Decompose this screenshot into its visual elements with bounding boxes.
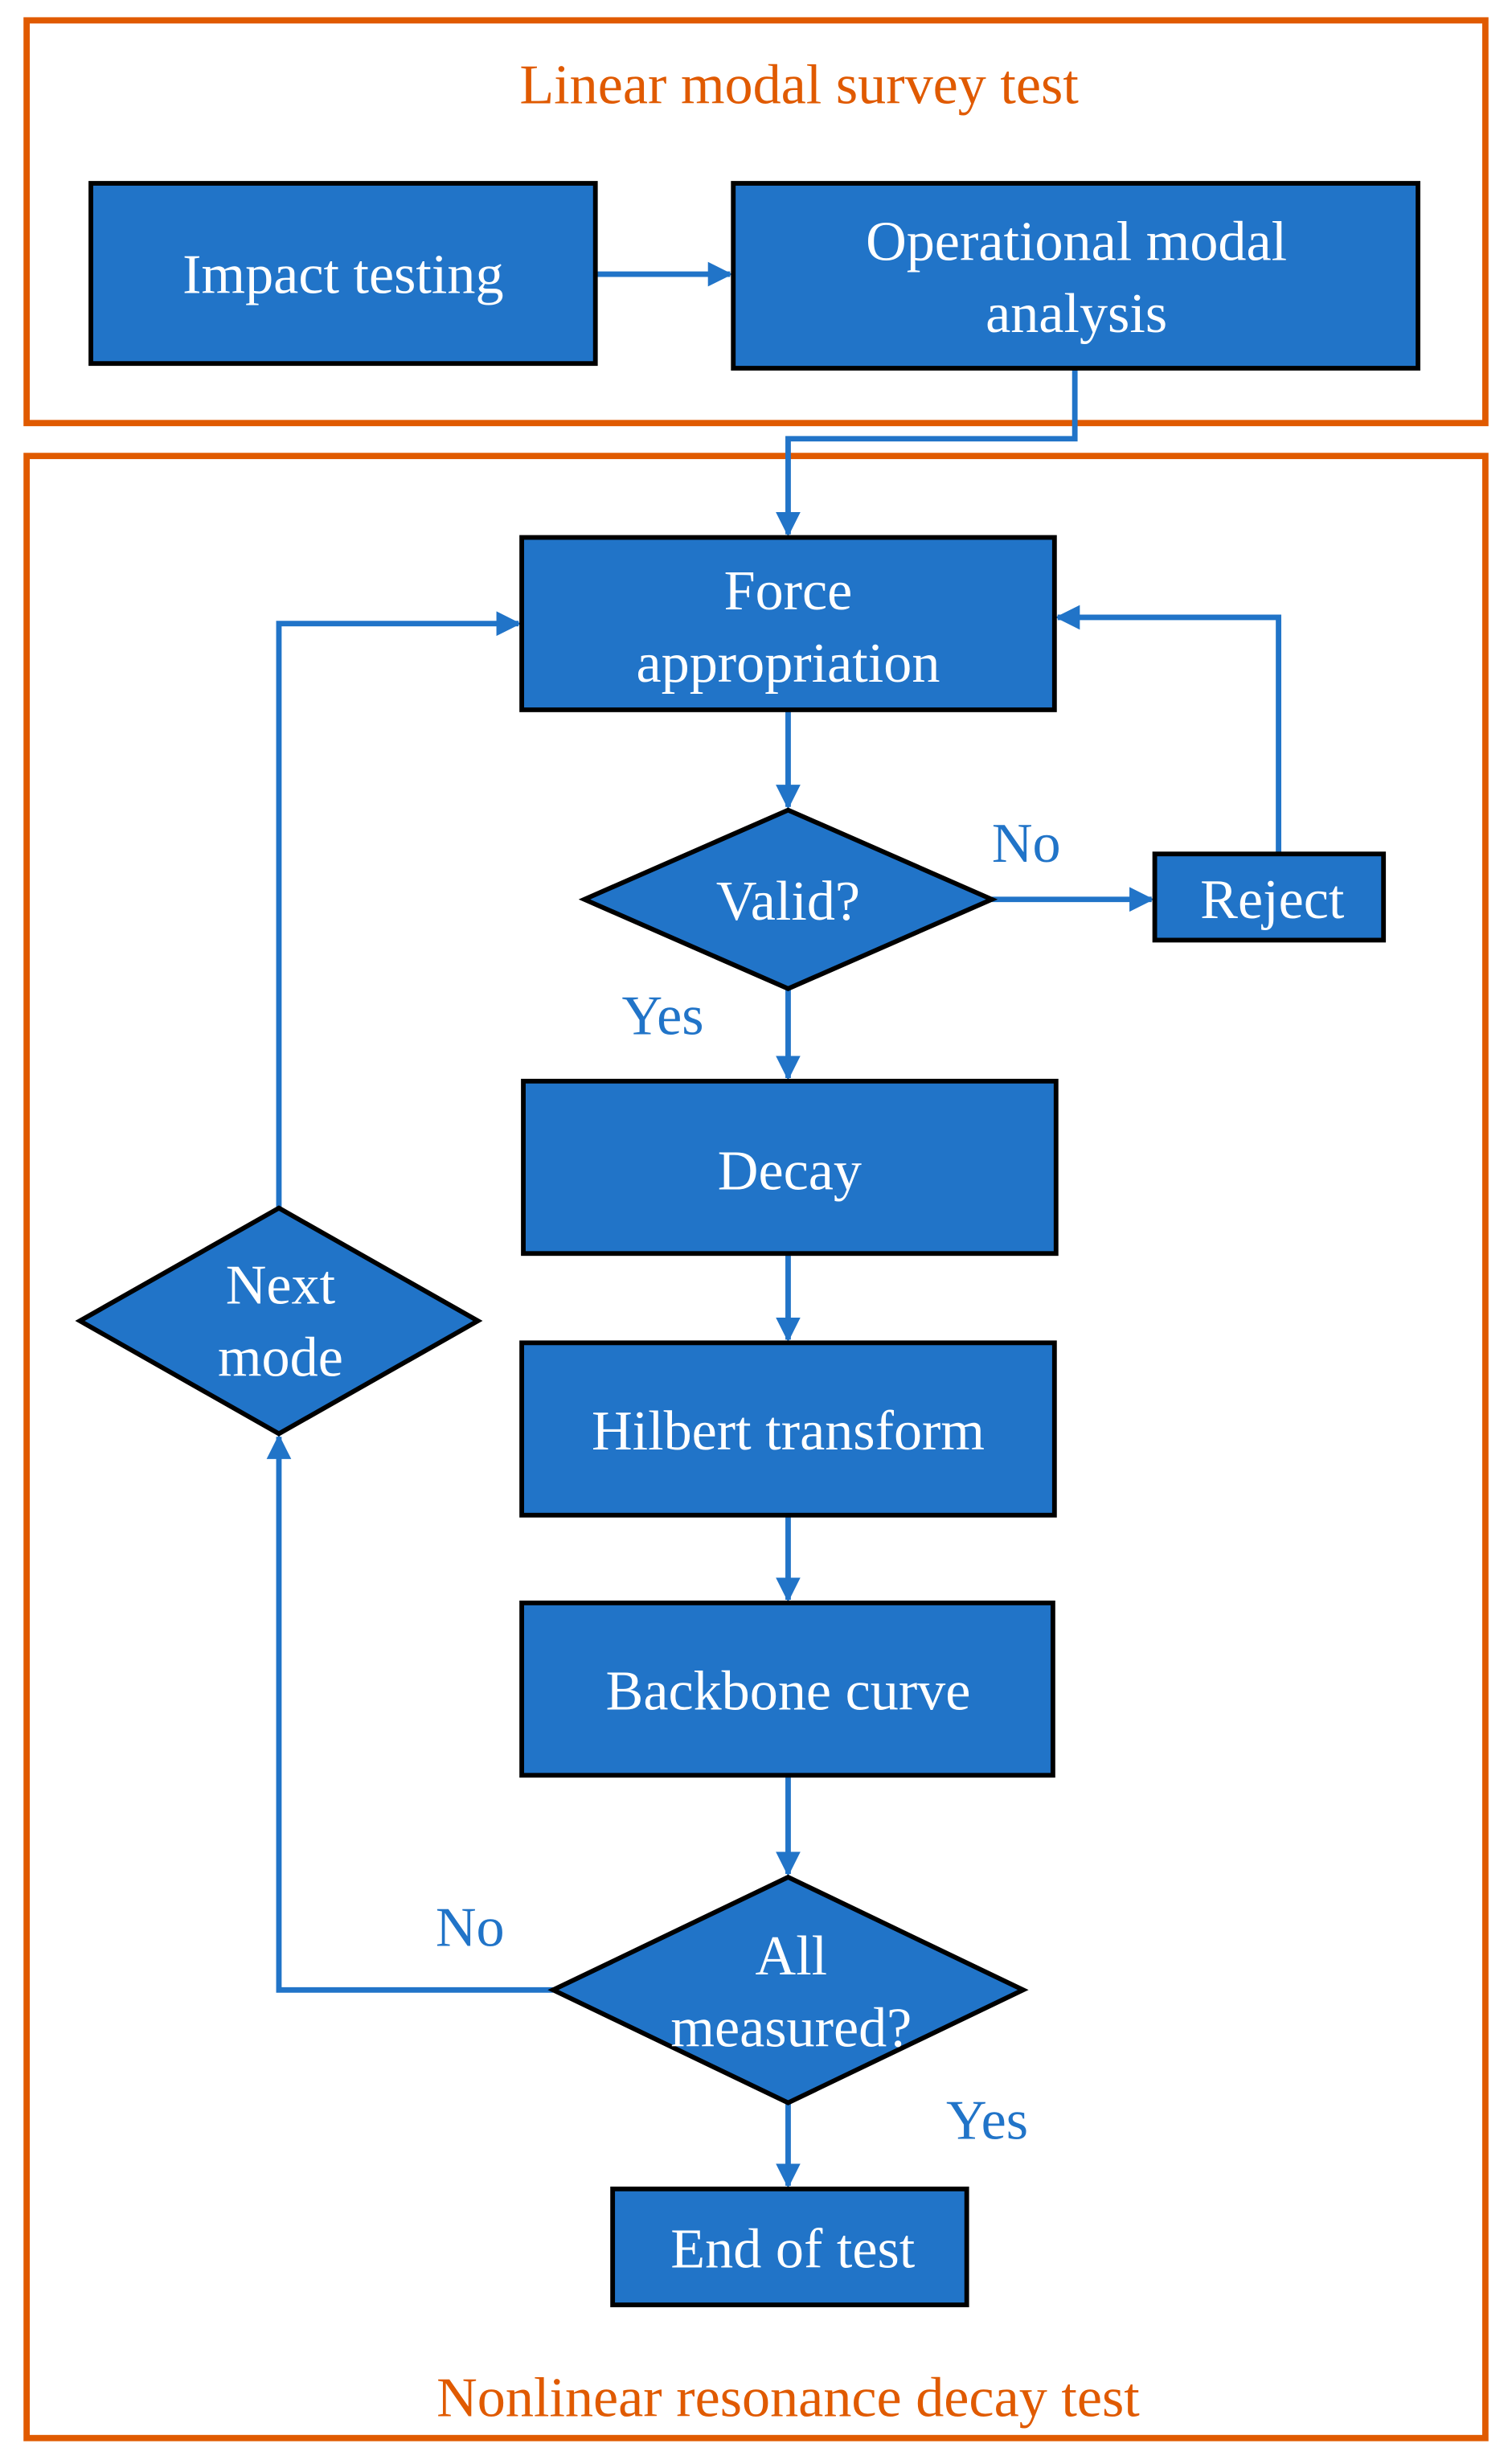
edge-label-yes: Yes [946, 2089, 1028, 2151]
node-label: appropriation [636, 632, 940, 695]
node-label: Decay [718, 1139, 862, 1202]
node-operational-modal-analysis: Operational modal analysis [731, 181, 1420, 371]
node-label: analysis [985, 282, 1167, 345]
arrow-next-force [276, 611, 522, 1208]
arrow-reject-force [1055, 605, 1281, 855]
node-label: Backbone curve [606, 1659, 971, 1722]
edges [266, 261, 1281, 2188]
node-force-appropriation: Force appropriation [519, 535, 1057, 712]
edge-label-yes: Yes [621, 984, 703, 1047]
arrow-oma-force [776, 368, 1078, 537]
node-end-of-test: End of test [610, 2186, 969, 2307]
node-label: Impact testing [182, 243, 503, 305]
node-label: Next [226, 1254, 336, 1317]
arrow-all-next [266, 1434, 554, 1993]
decision-all-measured: All measured? [547, 1874, 1029, 2105]
linear-group-title: Linear modal survey test [519, 54, 1079, 117]
node-reject: Reject [1152, 851, 1387, 943]
decision-next-mode: Next mode [75, 1205, 483, 1437]
edge-label-no: No [992, 812, 1061, 875]
node-label: Reject [1200, 868, 1345, 931]
nonlinear-decay-group [23, 453, 1489, 2442]
node-label: Hilbert transform [592, 1400, 985, 1462]
linear-survey-group [23, 17, 1489, 427]
node-label: mode [218, 1326, 343, 1388]
edge-label-no: No [436, 1896, 505, 1959]
node-hilbert-transform: Hilbert transform [519, 1340, 1057, 1518]
node-label: Valid? [716, 870, 860, 933]
node-label: End of test [670, 2217, 915, 2280]
nonlinear-group-title: Nonlinear resonance decay test [436, 2366, 1140, 2429]
node-impact-testing: Impact testing [88, 181, 598, 367]
node-label: Operational modal [866, 211, 1287, 273]
node-decay: Decay [521, 1078, 1059, 1257]
node-label: measured? [670, 1996, 912, 2059]
node-label: Force [724, 560, 853, 622]
node-backbone-curve: Backbone curve [519, 1600, 1055, 1778]
node-label: All [756, 1925, 828, 1987]
decision-valid: Valid? [578, 807, 998, 992]
